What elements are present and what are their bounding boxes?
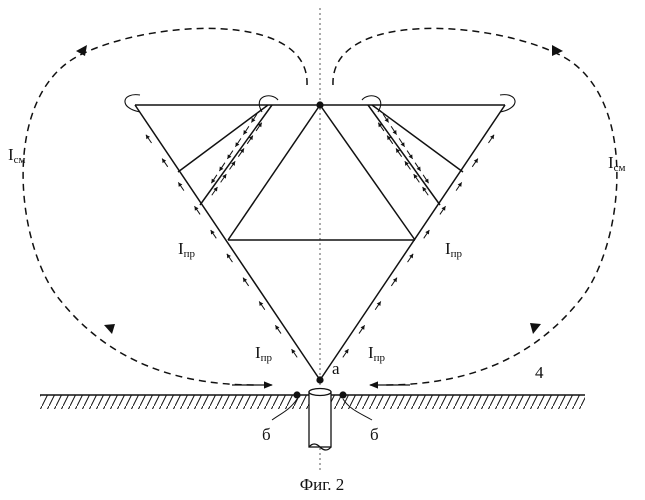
label-feed-point: a xyxy=(332,359,340,378)
arrow-inner-right-a-head xyxy=(423,187,427,192)
top-node xyxy=(316,101,323,108)
label-conduction-current-lower-left: Iпр xyxy=(255,343,273,364)
label-ground-number: 4 xyxy=(535,363,544,382)
terminal-node-right xyxy=(339,391,346,398)
arrow-inner-left-a-head xyxy=(222,174,226,179)
label-displacement-current-left: Iсм xyxy=(8,145,26,166)
coax-feed xyxy=(309,389,331,451)
loop-arrowheads xyxy=(76,45,563,334)
figure-caption: Фиг. 2 xyxy=(300,475,345,494)
terminal-node-left xyxy=(293,391,300,398)
label-conduction-current-lower-right: Iпр xyxy=(368,343,386,364)
feed-node xyxy=(316,376,323,383)
label-conduction-current-upper-right: Iпр xyxy=(445,239,463,260)
arrow-inner-left-a-head xyxy=(213,187,217,192)
label-displacement-current-right: Iсм xyxy=(608,153,626,174)
label-terminal-right: б xyxy=(370,425,379,444)
label-terminal-left: б xyxy=(262,425,271,444)
arrow-inner-right-a-head xyxy=(414,174,418,179)
conduction-current-arrows xyxy=(146,114,494,357)
label-conduction-current-upper-left: Iпр xyxy=(178,239,196,260)
